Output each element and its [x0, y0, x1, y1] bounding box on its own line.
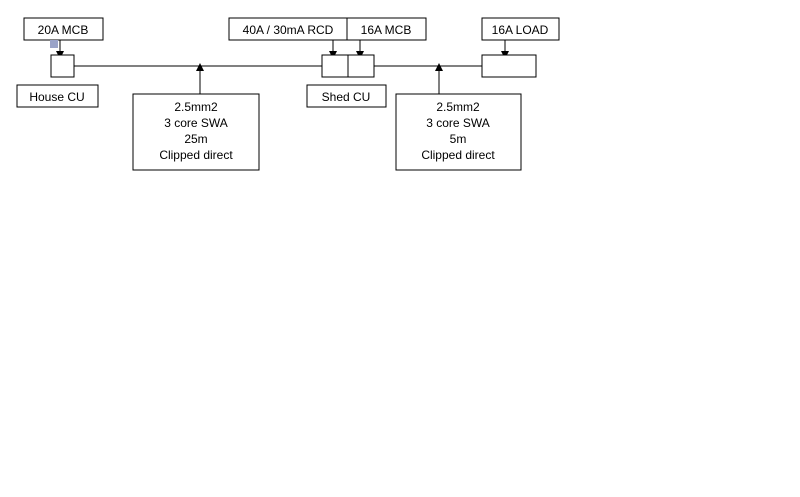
- shed-cu-rcd-box: [321, 54, 349, 78]
- load-16a-label: 16A LOAD: [492, 23, 549, 37]
- mcb-20a-label: 20A MCB: [38, 23, 89, 37]
- cable-1-type: 3 core SWA: [164, 116, 228, 130]
- cable-1-spec-box: [132, 93, 260, 171]
- house-cu-box: [50, 54, 75, 78]
- cable-2-length: 5m: [450, 132, 467, 146]
- house-cu-label: House CU: [29, 90, 84, 104]
- cable-1-length: 25m: [184, 132, 207, 146]
- cable-1-size: 2.5mm2: [174, 100, 218, 114]
- rcd-label: 40A / 30mA RCD: [243, 23, 334, 37]
- shed-cu-label-box: [306, 84, 387, 108]
- mcb-16a-label-box: [346, 17, 427, 41]
- load-box: [481, 54, 537, 78]
- mcb-16a-label: 16A MCB: [361, 23, 412, 37]
- selection-marker: [50, 40, 58, 48]
- cable-2-size: 2.5mm2: [436, 100, 480, 114]
- cable-1-method: Clipped direct: [159, 148, 233, 162]
- shed-cu-label: Shed CU: [322, 90, 371, 104]
- load-16a-label-box: [481, 17, 560, 41]
- cable-2-method: Clipped direct: [421, 148, 495, 162]
- cable-2-type: 3 core SWA: [426, 116, 490, 130]
- cable-2-spec-box: [395, 93, 522, 171]
- shed-cu-mcb-box: [347, 54, 375, 78]
- house-cu-label-box: [16, 84, 99, 108]
- mcb-20a-label-box: [23, 17, 104, 41]
